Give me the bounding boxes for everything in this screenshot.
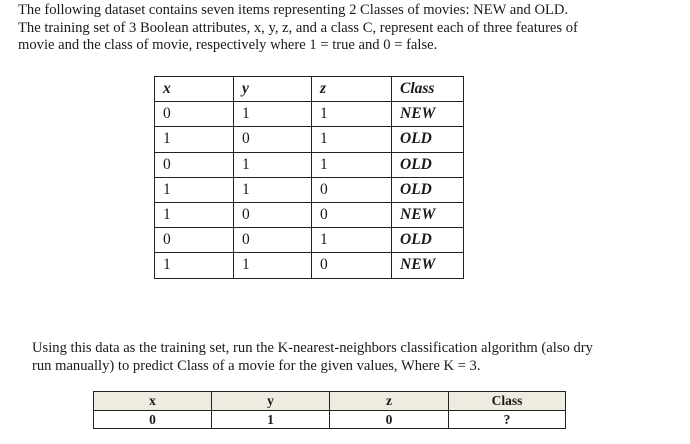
training-table-header: x y z Class [154,75,464,103]
cell-class: OLD [391,126,464,153]
cell-y: 0 [233,201,312,229]
table-row: 0 1 1 OLD [154,151,464,178]
header-z: z [311,75,392,103]
training-table: x y z Class 0 1 1 NEW 1 0 1 OLD 0 1 1 OL… [154,75,464,279]
query-header-z: z [329,391,449,411]
cell-z: 0 [311,252,392,279]
cell-x: 1 [154,126,234,153]
table-row: 1 1 0 OLD [154,176,464,203]
table-row: 1 0 0 NEW [154,201,464,229]
question-line: Using this data as the training set, run… [32,340,593,356]
cell-z: 1 [311,126,392,153]
cell-y: 0 [233,227,312,254]
question-line: run manually) to predict Class of a movi… [32,357,481,374]
cell-class: NEW [391,101,464,128]
query-cell-z: 0 [329,410,449,429]
header-x: x [154,75,234,103]
query-cell-y: 1 [211,410,330,429]
cell-class: OLD [391,227,464,254]
cell-x: 0 [154,151,234,178]
cell-x: 1 [154,252,234,279]
query-table-header: x y z Class [93,391,566,411]
cell-y: 0 [233,126,312,153]
intro-line: The training set of 3 Boolean attributes… [18,19,578,36]
cell-y: 1 [233,176,312,203]
intro-line: The following dataset contains seven ite… [18,2,569,18]
table-row: 1 1 0 NEW [154,252,464,279]
table-row: 1 0 1 OLD [154,126,464,153]
table-row: 0 0 1 OLD [154,227,464,254]
cell-x: 0 [154,227,234,254]
cell-y: 1 [233,101,312,128]
cell-class: NEW [391,201,464,229]
intro-line: movie and the class of movie, respective… [18,37,438,53]
cell-class: OLD [391,151,464,178]
query-header-class: Class [448,391,566,411]
cell-x: 1 [154,201,234,229]
question-paragraph: Using this data as the training set, run… [32,340,672,375]
cell-y: 1 [233,151,312,178]
query-header-y: y [211,391,330,411]
cell-z: 0 [311,176,392,203]
query-cell-x: 0 [93,410,212,429]
header-y: y [233,75,312,103]
table-row: 0 1 1 NEW [154,101,464,128]
cell-x: 1 [154,176,234,203]
query-table: x y z Class 0 1 0 ? [93,391,566,429]
cell-z: 1 [311,151,392,178]
query-header-x: x [93,391,212,411]
cell-z: 1 [311,101,392,128]
cell-class: OLD [391,176,464,203]
query-cell-class: ? [448,410,566,429]
cell-z: 0 [311,201,392,229]
query-row: 0 1 0 ? [93,410,566,429]
cell-x: 0 [154,101,234,128]
cell-z: 1 [311,227,392,254]
cell-class: NEW [391,252,464,279]
cell-y: 1 [233,252,312,279]
header-class: Class [391,75,464,103]
intro-paragraph: The following dataset contains seven ite… [18,2,678,55]
